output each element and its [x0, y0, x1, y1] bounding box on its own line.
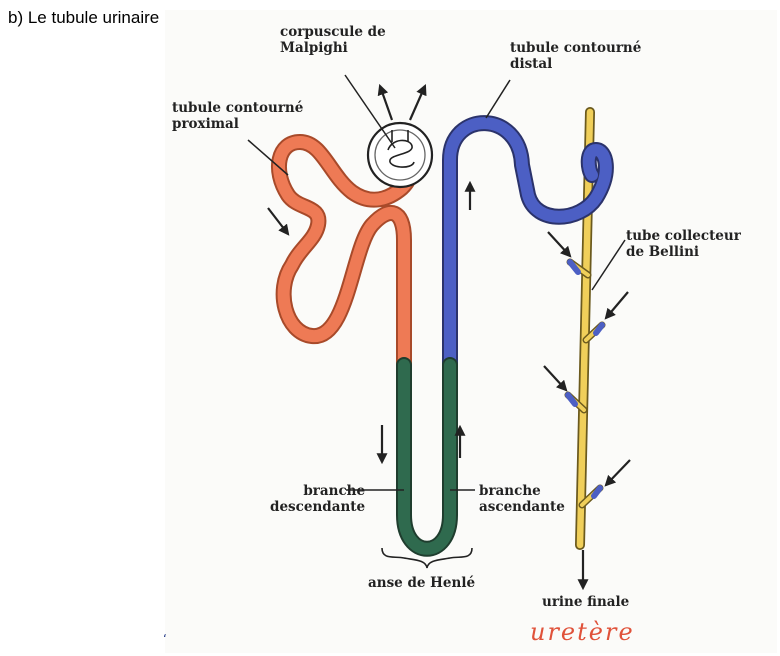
loop-of-henle — [396, 357, 458, 557]
page-heading: b) Le tubule urinaire — [8, 8, 160, 27]
distal-tubule — [442, 115, 614, 373]
label-descending-limb: branche descendante — [270, 483, 366, 515]
label-distal-tubule: tubule contourné distal — [510, 40, 642, 72]
label-proximal-tubule: tubule contourné proximal — [172, 100, 304, 132]
pen-mark: ʻ — [163, 632, 167, 646]
henle-brace — [381, 547, 473, 569]
proximal-tubule — [271, 134, 417, 373]
label-ascending-limb: branche ascendante — [479, 483, 565, 515]
label-collecting-duct: tube collecteur de Bellini — [626, 228, 741, 260]
label-final-urine: urine finale — [542, 594, 630, 610]
label-leaders — [247, 74, 626, 491]
collecting-duct — [564, 107, 606, 550]
label-corpuscule: corpuscule de Malpighi — [280, 24, 386, 56]
flow-arrows — [267, 83, 631, 591]
malpighi-corpuscle — [366, 121, 434, 189]
label-loop-of-henle: anse de Henlé — [368, 575, 476, 591]
handwritten-ureter: uretère — [530, 618, 635, 646]
